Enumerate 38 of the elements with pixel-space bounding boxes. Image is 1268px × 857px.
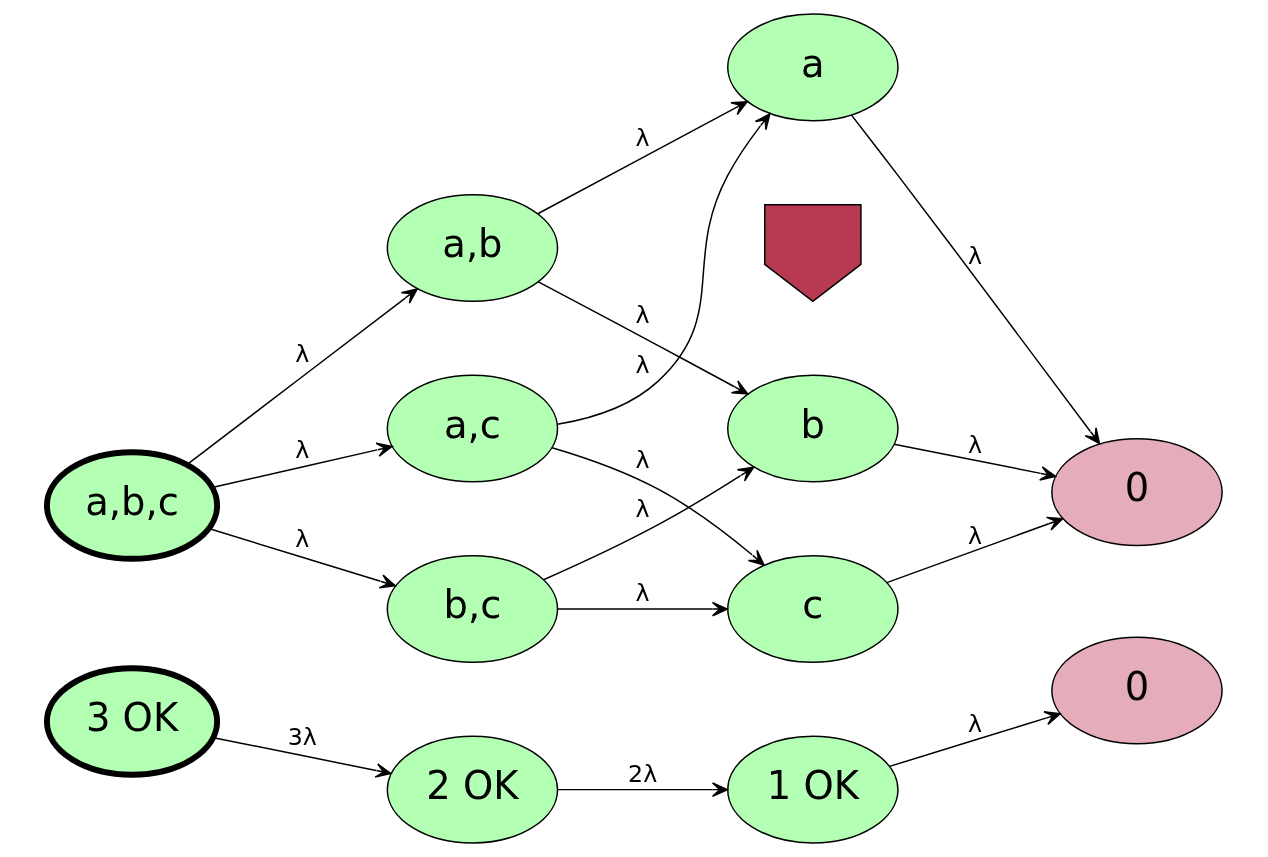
edge-label: 2λ	[627, 759, 657, 788]
arrow	[537, 281, 748, 395]
edge-label: λ	[635, 301, 650, 330]
arrow	[850, 114, 1100, 445]
edge-label: λ	[635, 446, 650, 475]
edge-label: λ	[294, 524, 309, 553]
edge-label: λ	[294, 435, 309, 464]
arrow	[185, 288, 418, 466]
node-ellipse: a,b,c	[43, 449, 220, 562]
edge-label: λ	[967, 431, 982, 460]
arrow	[556, 113, 771, 426]
node-ellipse: 2 OK	[386, 735, 558, 844]
arrow	[556, 782, 728, 798]
edge-label: λ	[294, 339, 309, 368]
node-arrow	[763, 204, 862, 303]
edge-label: λ	[967, 241, 982, 270]
node-ellipse: c	[726, 555, 899, 664]
node-ellipse: a,c	[386, 374, 558, 483]
edge-label: 3λ	[287, 722, 317, 751]
node-ellipse: 0	[1050, 636, 1223, 745]
edge-label: λ	[635, 351, 650, 380]
arrow	[536, 100, 748, 215]
edge-label: λ	[635, 579, 650, 608]
arrow	[885, 516, 1063, 584]
edge-label: λ	[635, 123, 650, 152]
arrow	[888, 711, 1061, 768]
edge-label: λ	[635, 495, 650, 524]
arrow	[542, 466, 754, 581]
edge-label: λ	[967, 709, 982, 738]
node-ellipse: 1 OK	[726, 735, 899, 844]
node-ellipse: 0	[1050, 438, 1223, 547]
arrow	[556, 601, 728, 617]
arrow	[550, 447, 765, 566]
node-ellipse: b,c	[386, 555, 558, 664]
arrow	[212, 736, 392, 778]
arrow	[892, 443, 1056, 481]
node-ellipse: 3 OK	[43, 665, 220, 778]
edge-label: λ	[967, 521, 982, 550]
